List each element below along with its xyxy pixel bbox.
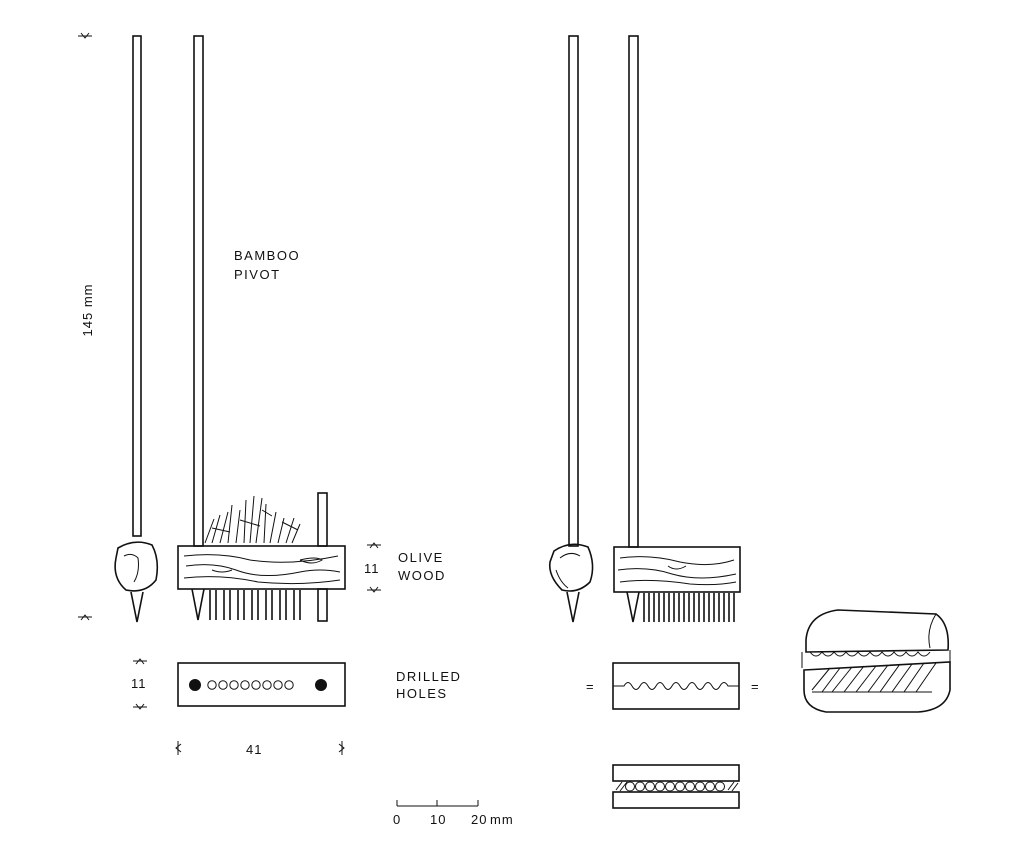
split-block	[612, 662, 740, 710]
scale-tick-0: 0	[393, 812, 401, 827]
block-height-dimension: 11	[131, 658, 147, 710]
drilled-label-line2: HOLES	[396, 686, 448, 701]
brush-side-view-left	[177, 35, 346, 622]
bamboo-label-line1: BAMBOO	[234, 248, 300, 263]
drilled-block	[177, 662, 346, 707]
equals-sign-left: =	[586, 679, 595, 694]
olive-label-line1: OLIVE	[398, 550, 444, 565]
brush-side-view-right	[613, 35, 741, 623]
length-dimension: 145 mm	[78, 32, 95, 621]
scale-tick-20: 20	[471, 812, 487, 827]
scale-bar: 0 10 20 mm	[393, 800, 514, 827]
scale-tick-10: 10	[430, 812, 446, 827]
split-block-3d	[801, 609, 951, 713]
length-label: 145 mm	[80, 284, 95, 337]
olive-label-line2: WOOD	[398, 568, 446, 583]
head-height-dimension: 11	[364, 542, 381, 593]
assembled-block	[612, 764, 740, 809]
block-width-dimension: 41	[175, 741, 345, 757]
drilled-label-line1: DRILLED	[396, 669, 461, 684]
equals-sign-right: =	[751, 679, 760, 694]
block-height-label: 11	[131, 676, 147, 691]
head-height-label: 11	[364, 561, 380, 576]
block-width-label: 41	[246, 742, 262, 757]
pivot-stick-right	[548, 35, 594, 623]
bamboo-label-line2: PIVOT	[234, 267, 281, 282]
scale-unit: mm	[490, 812, 514, 827]
pivot-stick-left	[114, 35, 159, 623]
